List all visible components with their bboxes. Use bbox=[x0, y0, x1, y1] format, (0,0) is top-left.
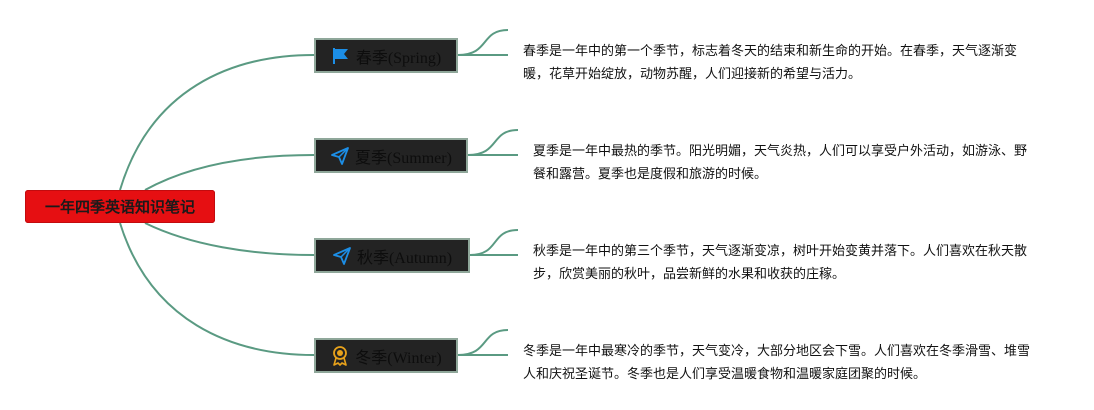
description-winter: 冬季是一年中最寒冷的季节，天气变冷，大部分地区会下雪。人们喜欢在冬季滑雪、堆雪人… bbox=[523, 344, 1031, 382]
root-topic-label: 一年四季英语知识笔记 bbox=[44, 198, 195, 216]
award-medal-icon bbox=[330, 345, 350, 366]
connector-root-summer bbox=[144, 154, 315, 191]
connector-autumn-desc bbox=[469, 229, 519, 256]
topic-label-spring: 春季(Spring) bbox=[355, 49, 442, 67]
connector-root-autumn bbox=[144, 222, 315, 256]
root-topic-node[interactable]: 一年四季英语知识笔记 bbox=[25, 190, 215, 223]
topic-node-spring[interactable]: 春季(Spring) bbox=[314, 38, 458, 73]
description-summer: 夏季是一年中最热的季节。阳光明媚，天气炎热，人们可以享受户外活动，如游泳、野餐和… bbox=[533, 144, 1028, 182]
topic-label-summer: 夏季(Summer) bbox=[355, 149, 452, 167]
description-spring: 春季是一年中的第一个季节，标志着冬天的结束和新生命的开始。在春季，天气逐渐变暖，… bbox=[523, 44, 1018, 82]
connector-root-spring bbox=[119, 54, 315, 191]
topic-label-autumn: 秋季(Autumn) bbox=[356, 249, 453, 267]
paper-plane-icon bbox=[332, 246, 352, 266]
connector-winter-desc bbox=[457, 329, 509, 356]
flag-icon bbox=[331, 46, 351, 66]
description-autumn: 秋季是一年中的第三个季节，天气逐渐变凉，树叶开始变黄并落下。人们喜欢在秋天散步，… bbox=[533, 244, 1028, 282]
topic-label-winter: 冬季(Winter) bbox=[355, 349, 442, 367]
paper-plane-icon bbox=[330, 146, 350, 166]
topic-node-winter[interactable]: 冬季(Winter) bbox=[314, 338, 458, 373]
connector-root-winter bbox=[119, 222, 315, 356]
topic-node-autumn[interactable]: 秋季(Autumn) bbox=[314, 238, 470, 273]
connector-spring-desc bbox=[457, 29, 509, 56]
topic-node-summer[interactable]: 夏季(Summer) bbox=[314, 138, 468, 173]
connector-summer-desc bbox=[467, 129, 519, 156]
